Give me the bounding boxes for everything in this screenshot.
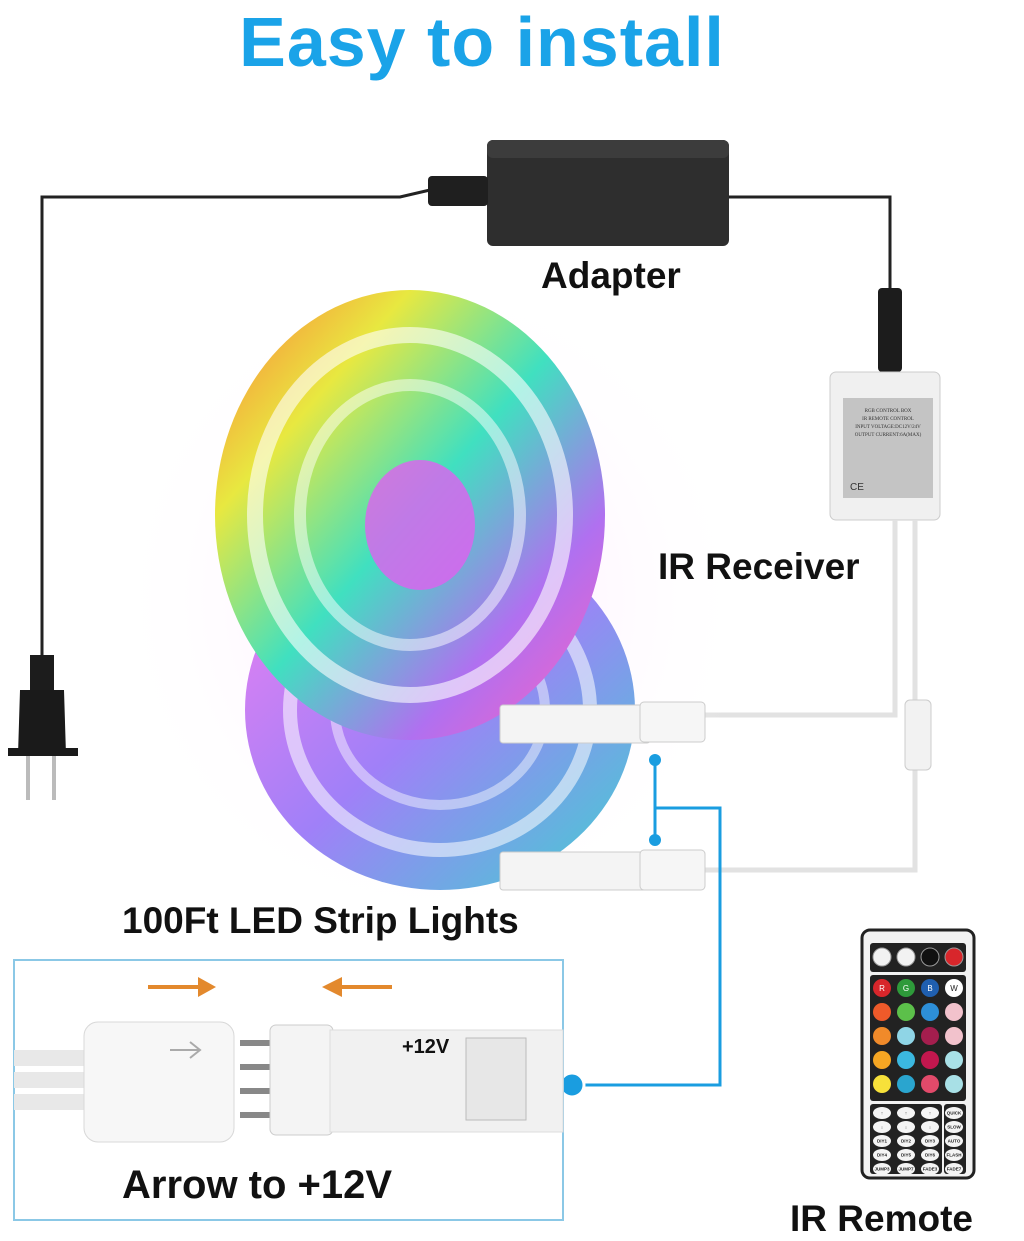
- power-plug-icon: [8, 655, 78, 800]
- function-button[interactable]: [873, 1163, 891, 1175]
- color-button[interactable]: [945, 1003, 963, 1021]
- function-button[interactable]: [921, 1163, 939, 1175]
- color-button[interactable]: [873, 1027, 891, 1045]
- color-button[interactable]: [873, 1051, 891, 1069]
- function-button-label: FLASH: [947, 1153, 962, 1158]
- svg-text:IR REMOTE CONTROL: IR REMOTE CONTROL: [862, 417, 914, 422]
- function-button[interactable]: [873, 1121, 891, 1133]
- function-button-label: DIY1: [877, 1139, 888, 1144]
- function-button[interactable]: [873, 1135, 891, 1147]
- color-button[interactable]: [873, 979, 891, 997]
- function-button-label: JUMP3: [874, 1167, 890, 1172]
- connector-detail-inset: [13, 959, 564, 1221]
- dc-jack: [878, 288, 902, 372]
- function-button-label: DIY6: [925, 1153, 936, 1158]
- color-button-label: G: [903, 984, 909, 993]
- function-button-label: ↑: [905, 1111, 907, 1116]
- arrow-right-icon: [198, 977, 216, 997]
- function-button-label: AUTO: [948, 1139, 961, 1144]
- svg-text:CE: CE: [850, 482, 864, 493]
- function-button-label: FADE3: [923, 1167, 938, 1172]
- function-button[interactable]: [945, 1121, 963, 1133]
- ir-remote: R G B W ↑ ↑ ↑ QUICK ↓ ↓ ↓ SLOW DIY1 DIY2 DIY3 AUTO DIY4 D…: [860, 928, 976, 1180]
- color-button[interactable]: [897, 1027, 915, 1045]
- function-button-label: JUMP7: [898, 1167, 914, 1172]
- led-strip-reel-front: [215, 290, 605, 740]
- function-button-label: ↓: [881, 1125, 883, 1130]
- color-button[interactable]: [945, 1051, 963, 1069]
- ir-receiver-label: IR Receiver: [658, 546, 860, 587]
- function-button-label: DIY5: [901, 1153, 912, 1158]
- color-button[interactable]: [921, 979, 939, 997]
- function-button-label: ↑: [881, 1111, 883, 1116]
- function-button-label: QUICK: [947, 1111, 962, 1116]
- plus12v-label: +12V: [402, 1036, 450, 1058]
- color-button[interactable]: [873, 1075, 891, 1093]
- function-button-label: FADE7: [947, 1167, 962, 1172]
- function-button-label: ↑: [929, 1111, 931, 1116]
- function-button[interactable]: [897, 1135, 915, 1147]
- function-button[interactable]: [945, 1149, 963, 1161]
- play-pause-button[interactable]: [920, 947, 940, 967]
- female-connector: [904, 699, 932, 771]
- color-button[interactable]: [897, 1003, 915, 1021]
- plus12v-indicator: [580, 760, 722, 1087]
- function-button[interactable]: [897, 1163, 915, 1175]
- color-button[interactable]: [873, 1003, 891, 1021]
- svg-text:RGB CONTROL BOX: RGB CONTROL BOX: [865, 409, 912, 414]
- color-button[interactable]: [945, 979, 963, 997]
- function-button[interactable]: [897, 1107, 915, 1119]
- power-button[interactable]: [944, 947, 964, 967]
- function-button-label: SLOW: [947, 1125, 961, 1130]
- receiver-cables: [705, 520, 918, 873]
- function-button-label: ↓: [929, 1125, 931, 1130]
- function-button[interactable]: [897, 1149, 915, 1161]
- adapter-label: Adapter: [541, 255, 681, 296]
- arrow-left-icon: [322, 977, 342, 997]
- color-button-label: B: [927, 984, 932, 993]
- color-button-label: W: [950, 984, 958, 993]
- function-button-label: ↓: [905, 1125, 907, 1130]
- power-cable: [40, 188, 892, 660]
- function-button-label: DIY3: [925, 1139, 936, 1144]
- function-button[interactable]: [897, 1121, 915, 1133]
- function-button[interactable]: [945, 1163, 963, 1175]
- function-button[interactable]: [921, 1121, 939, 1133]
- svg-text:OUTPUT CURRENT:6A(MAX): OUTPUT CURRENT:6A(MAX): [855, 433, 922, 438]
- brightness-up-button[interactable]: [872, 947, 892, 967]
- brightness-down-button[interactable]: [896, 947, 916, 967]
- color-button[interactable]: [945, 1075, 963, 1093]
- color-button[interactable]: [897, 1075, 915, 1093]
- color-button[interactable]: [945, 1027, 963, 1045]
- color-button[interactable]: [897, 1051, 915, 1069]
- color-button[interactable]: [921, 1075, 939, 1093]
- arrow-instruction-label: Arrow to +12V: [122, 1163, 393, 1207]
- function-button-label: DIY2: [901, 1139, 912, 1144]
- function-button[interactable]: [873, 1107, 891, 1119]
- function-button[interactable]: [945, 1107, 963, 1119]
- ir-receiver: RGB CONTROL BOX IR REMOTE CONTROL INPUT …: [829, 371, 941, 521]
- ir-remote-label: IR Remote: [790, 1198, 973, 1239]
- function-button[interactable]: [945, 1135, 963, 1147]
- color-button[interactable]: [921, 1027, 939, 1045]
- svg-text:INPUT VOLTAGE:DC12V/24V: INPUT VOLTAGE:DC12V/24V: [855, 425, 921, 430]
- color-button[interactable]: [921, 1003, 939, 1021]
- function-button[interactable]: [873, 1149, 891, 1161]
- color-button[interactable]: [897, 979, 915, 997]
- strip-label: 100Ft LED Strip Lights: [122, 900, 519, 941]
- function-button[interactable]: [921, 1149, 939, 1161]
- color-button-label: R: [879, 984, 885, 993]
- adapter: [428, 140, 729, 246]
- function-button[interactable]: [921, 1135, 939, 1147]
- color-button[interactable]: [921, 1051, 939, 1069]
- function-button[interactable]: [921, 1107, 939, 1119]
- strip-connector: [499, 701, 706, 891]
- page-title: Easy to install: [239, 3, 725, 81]
- function-button-label: DIY4: [877, 1153, 888, 1158]
